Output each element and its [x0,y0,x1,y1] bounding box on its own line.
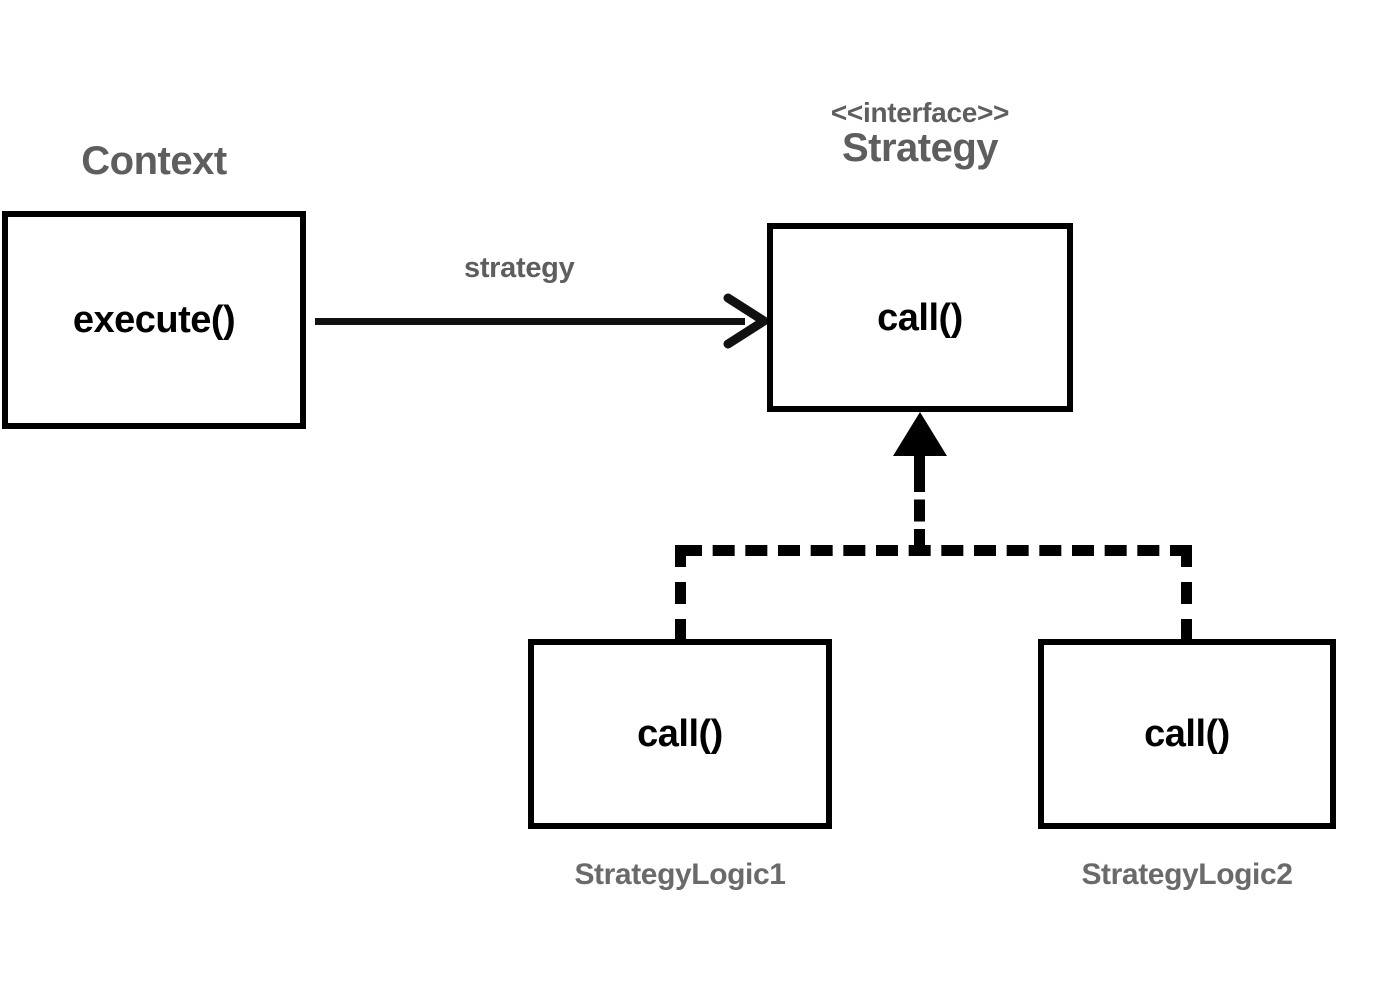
realization-arrow-stem [914,452,925,472]
strategylogic2-class-box[interactable]: call() [1038,639,1336,829]
realization-horizontal-bus [680,545,1192,556]
strategy-stereotype-label: <<interface>> [830,97,1010,128]
strategy-member-call: call() [877,296,963,339]
strategylogic1-class-title: StrategyLogic1 [574,858,786,891]
association-label-strategy: strategy [464,252,575,284]
association-line [315,318,745,325]
realization-drop-logic2 [1181,545,1192,641]
association-open-arrowhead [723,293,768,349]
strategy-interface-box[interactable]: call() [767,223,1073,412]
strategylogic2-class-title: StrategyLogic2 [1081,858,1293,891]
strategylogic1-class-box[interactable]: call() [528,639,832,829]
strategylogic1-member-call: call() [637,713,723,755]
realization-drop-logic1 [675,545,686,641]
strategy-class-title: Strategy [841,126,999,171]
realization-closed-arrowhead [893,412,947,456]
realization-vertical-trunk [914,470,925,551]
context-class-title: Context [81,139,227,183]
context-class-box[interactable]: execute() [2,211,306,429]
strategy-interface-title-group: <<interface>> Strategy [767,97,1073,171]
context-member-execute: execute() [72,299,236,341]
strategylogic2-member-call: call() [1144,713,1230,755]
